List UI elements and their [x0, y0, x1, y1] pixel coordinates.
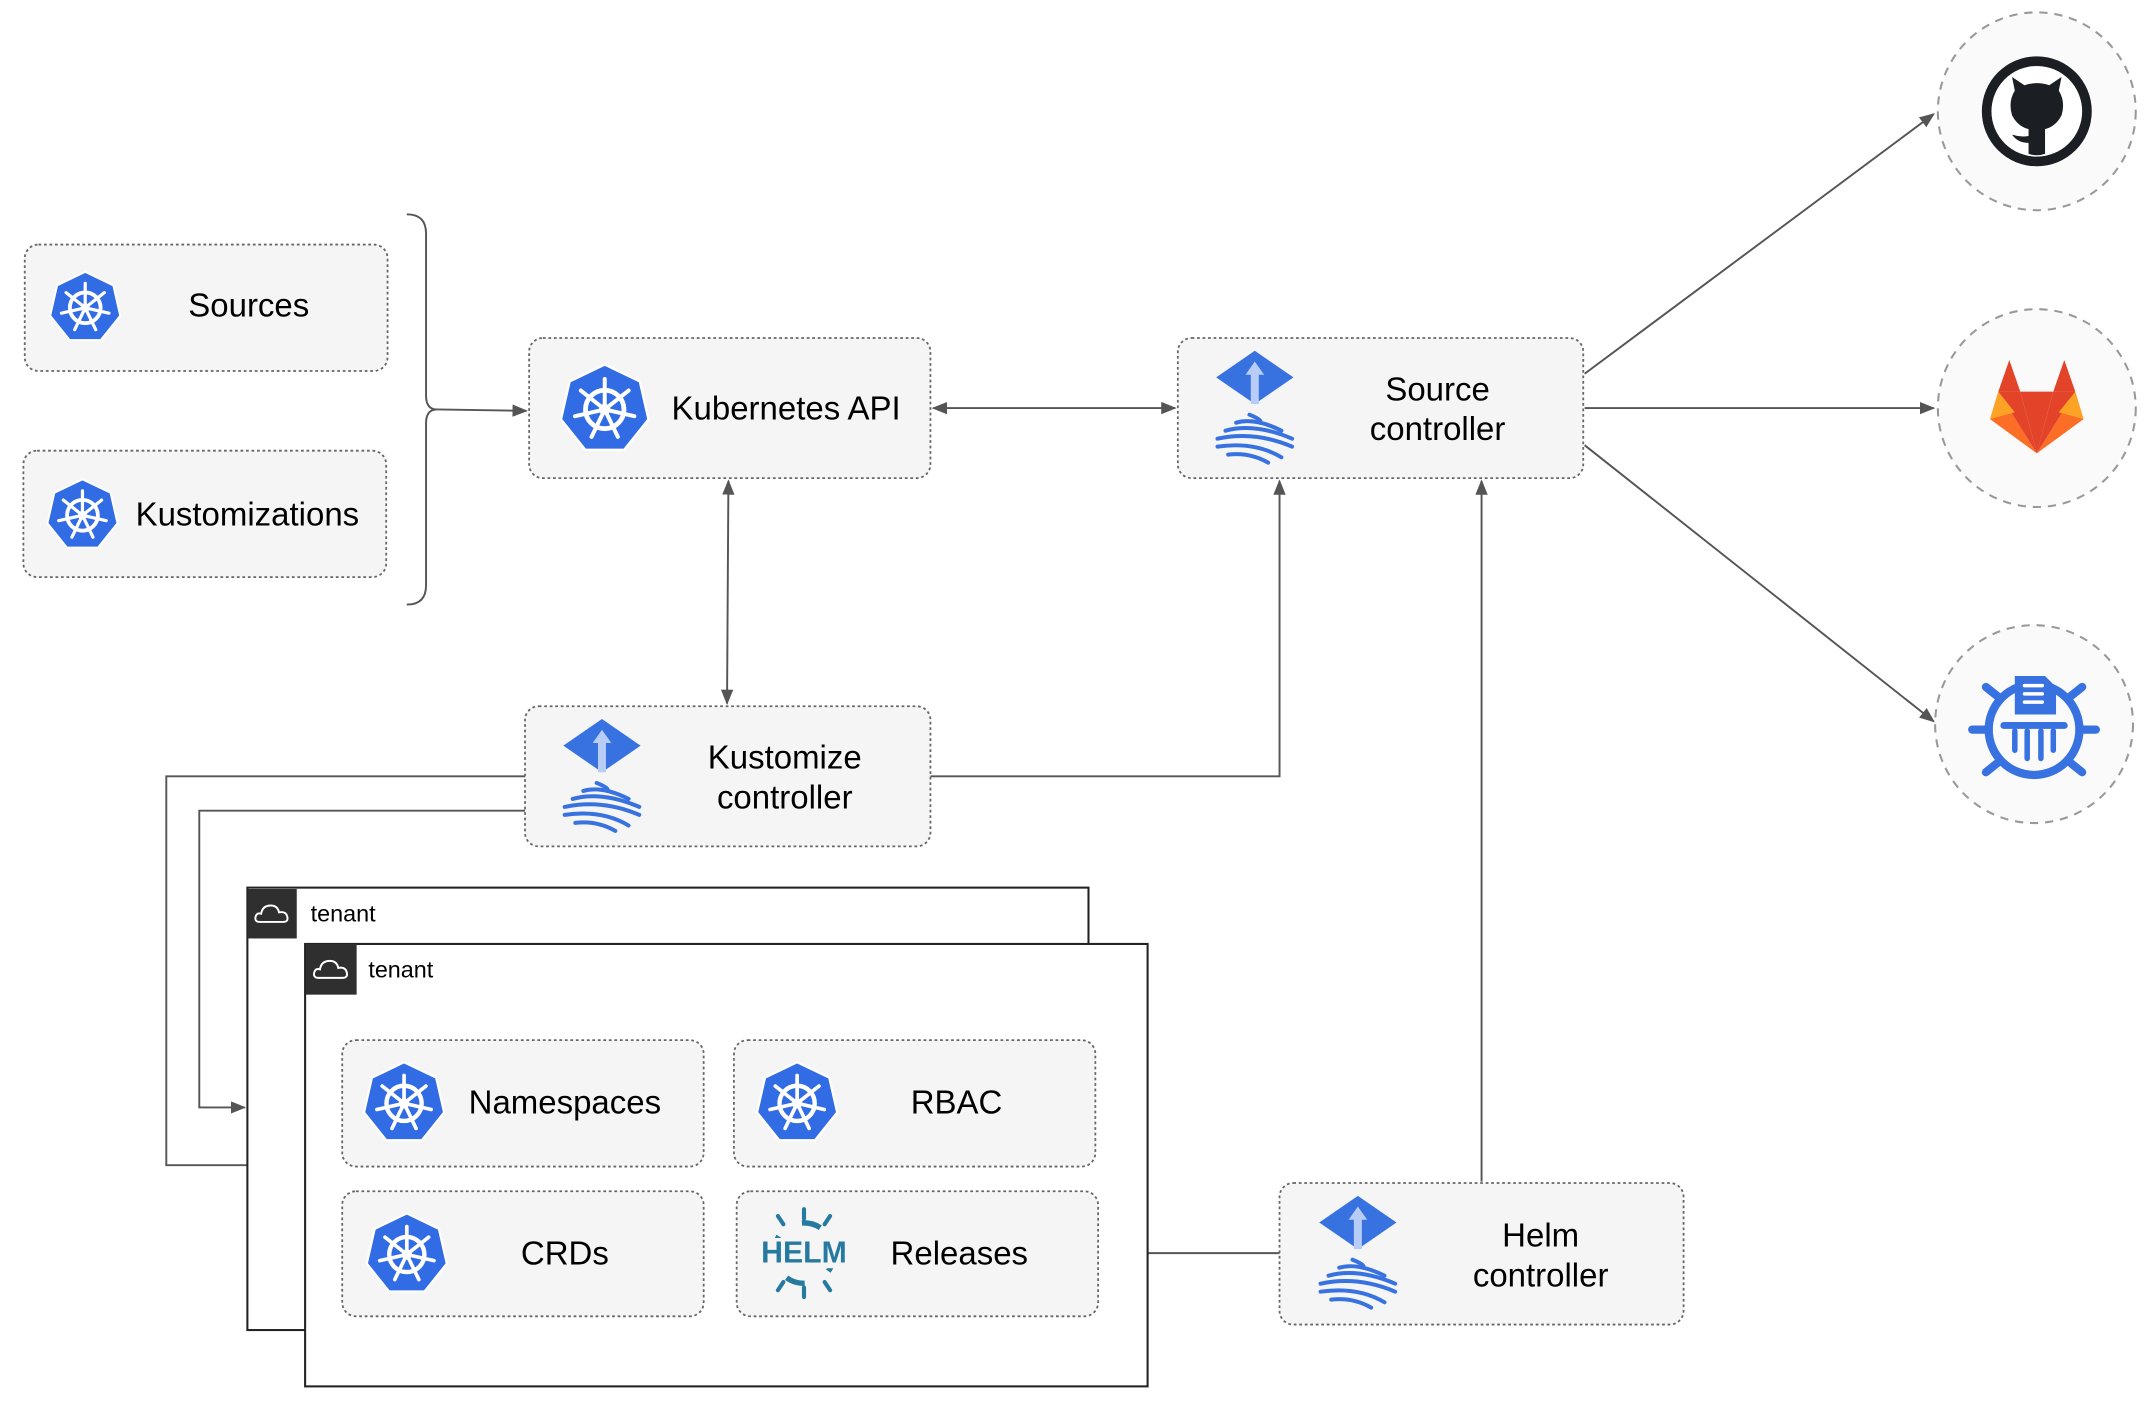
gitlab-source[interactable]: [1936, 308, 2137, 509]
arrow-kustomize-to-tenant-1: [198, 809, 526, 1114]
cloud-icon: [305, 943, 358, 995]
node-label: Namespaces: [469, 1083, 661, 1120]
helm-controller-node[interactable]: Helm controller: [1278, 1182, 1685, 1326]
node-label: Kustomizations: [136, 495, 360, 532]
tenant-label: tenant: [368, 957, 433, 983]
sources-node[interactable]: Sources: [23, 243, 389, 372]
kubernetes-api-node[interactable]: Kubernetes API: [528, 337, 932, 480]
node-label: CRDs: [521, 1235, 609, 1272]
releases-node[interactable]: HELM Releases: [735, 1190, 1100, 1318]
arrow-kustomize-to-source: [930, 479, 1286, 778]
bucket-source[interactable]: [1934, 624, 2135, 825]
node-label-line2: controller: [717, 778, 853, 815]
source-controller-node[interactable]: Source controller: [1176, 337, 1585, 480]
arrow-source-to-github: [1584, 113, 1935, 375]
node-label-line1: Kustomize: [708, 739, 862, 776]
cloud-icon: [247, 887, 297, 940]
namespaces-node[interactable]: Namespaces: [341, 1039, 705, 1168]
node-label-line2: controller: [1370, 410, 1506, 447]
github-source[interactable]: [1936, 11, 2137, 212]
node-label: Sources: [188, 287, 309, 324]
gitlab-icon: [1990, 359, 2084, 454]
helm-icon: HELM: [755, 1207, 853, 1300]
crds-node[interactable]: CRDs: [341, 1190, 705, 1318]
kustomize-controller-node[interactable]: Kustomize controller: [524, 705, 932, 848]
arrow-kustomize-to-tenant-2: [165, 775, 526, 1172]
node-label-line1: Source: [1385, 370, 1489, 407]
connectors: [165, 113, 1936, 1260]
helm-logo-text: HELM: [761, 1236, 847, 1269]
arrow-crds-to-api: [437, 404, 528, 417]
node-label-line2: controller: [1473, 1257, 1609, 1294]
node-label: Kubernetes API: [672, 390, 901, 427]
tenant-label: tenant: [311, 900, 376, 926]
arrow-api-kustomize-controller: [720, 479, 735, 706]
node-label: Releases: [891, 1235, 1028, 1272]
kustomizations-node[interactable]: Kustomizations: [22, 449, 388, 578]
github-icon: [1981, 56, 2092, 167]
arrow-source-to-bucket: [1584, 444, 1935, 723]
bucket-icon: [1968, 676, 2101, 780]
node-label-line1: Helm: [1502, 1217, 1579, 1254]
node-label: RBAC: [911, 1083, 1003, 1120]
brace: [406, 213, 438, 606]
rbac-node[interactable]: RBAC: [733, 1039, 1097, 1168]
